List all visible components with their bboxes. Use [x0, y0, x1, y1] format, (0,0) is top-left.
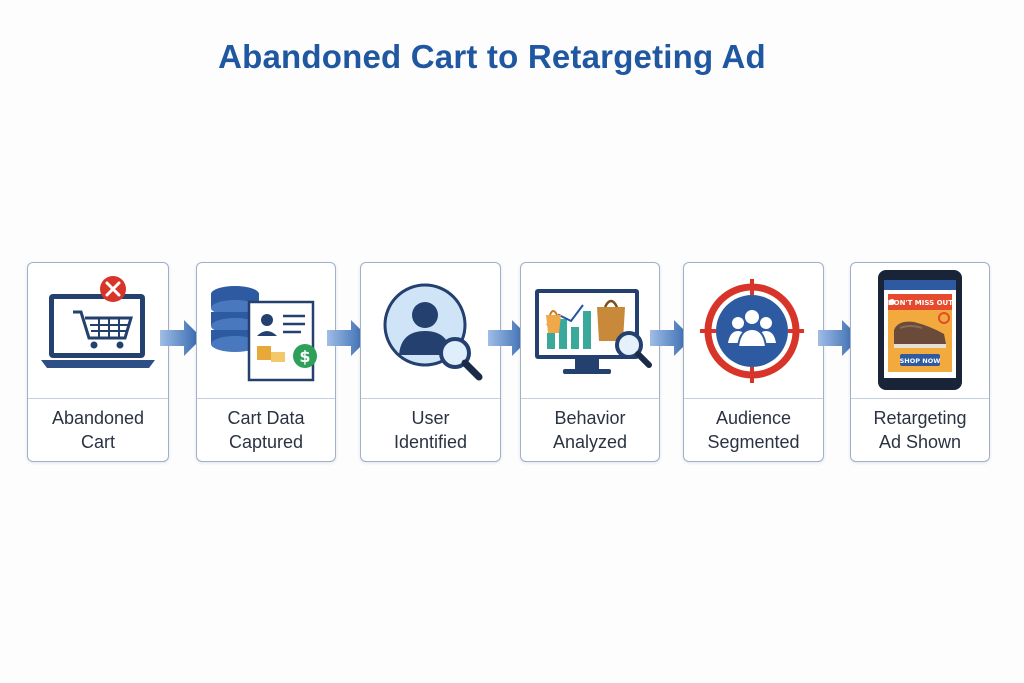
step-card-behavior-analyzed: Behavior Analyzed — [520, 262, 660, 462]
step-label-4: Behavior Analyzed — [525, 406, 655, 454]
abandoned-cart-laptop-icon — [41, 275, 155, 368]
step-label-3-line1: User — [411, 408, 450, 428]
step-label-3: User Identified — [365, 406, 496, 454]
page-title: Abandoned Cart to Retargeting Ad — [218, 38, 766, 75]
step-card-user-identified: User Identified — [360, 262, 501, 462]
step-label-4-line2: Analyzed — [552, 432, 628, 452]
step-label-4-line1: Behavior — [554, 408, 626, 428]
step-label-2-line1: Cart Data — [227, 408, 305, 428]
step-label-5: Audience Segmented — [688, 406, 819, 454]
database-card-icon: $ — [211, 285, 317, 381]
user-magnifier-icon — [383, 283, 482, 380]
step-label-2-line2: Captured — [228, 432, 304, 452]
step-card-abandoned-cart: Abandoned Cart — [27, 262, 169, 462]
step-card-cart-data-captured: $ Cart Data Captured — [196, 262, 336, 462]
step-card-audience-segmented: Audience Segmented — [683, 262, 824, 462]
step-label-6: Retargeting Ad Shown — [855, 406, 985, 454]
ad-headline: DON'T MISS OUT! — [888, 299, 956, 307]
step-label-1-line2: Cart — [80, 432, 115, 452]
shop-now-button[interactable]: SHOP NOW — [900, 357, 941, 365]
step-label-2: Cart Data Captured — [201, 406, 331, 454]
step-label-6-line1: Retargeting — [873, 408, 967, 428]
step-label-1: Abandoned Cart — [32, 406, 164, 454]
analytics-monitor-icon — [535, 288, 652, 374]
step-label-5-line2: Segmented — [707, 432, 800, 452]
step-label-6-line2: Ad Shown — [878, 432, 962, 452]
arrow-icon — [327, 320, 369, 356]
arrow-icon — [160, 320, 202, 356]
arrow-icon — [818, 320, 860, 356]
step-label-1-line1: Abandoned — [51, 408, 145, 428]
arrow-icon — [488, 320, 530, 356]
audience-target-icon — [699, 278, 804, 383]
tablet-ad-icon: DON'T MISS OUT! SHOP NOW — [878, 269, 962, 390]
svg-text:$: $ — [299, 347, 310, 366]
step-card-retargeting-ad-shown: DON'T MISS OUT! SHOP NOW Retargeting Ad … — [850, 262, 990, 462]
arrow-icon — [650, 320, 692, 356]
step-label-5-line1: Audience — [715, 408, 792, 428]
step-label-3-line2: Identified — [393, 432, 468, 452]
